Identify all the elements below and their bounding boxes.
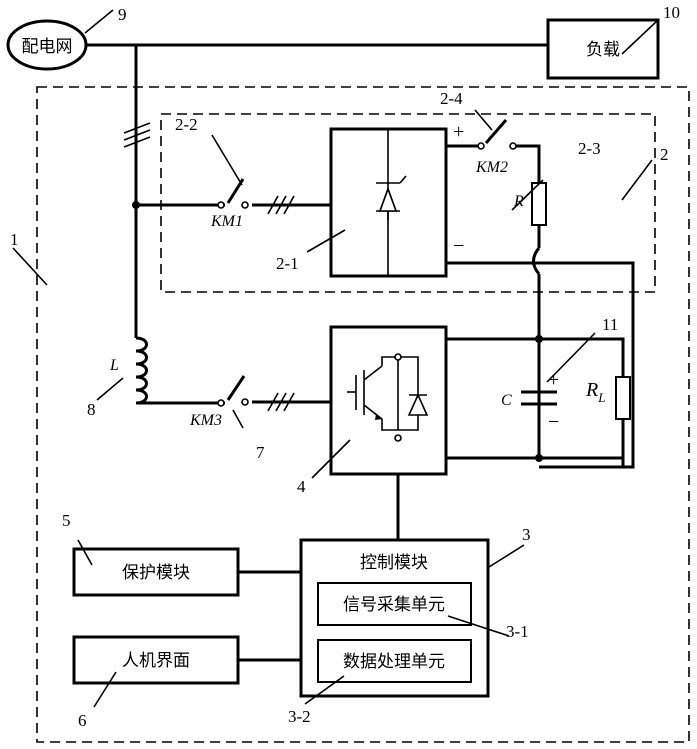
km3-label: KM3 bbox=[189, 412, 222, 429]
ref-11: 11 bbox=[602, 315, 618, 334]
inverter-box bbox=[331, 327, 446, 474]
protection-label: 保护模块 bbox=[122, 563, 190, 583]
ref-5: 5 bbox=[62, 511, 71, 530]
minus-rect: − bbox=[453, 235, 464, 257]
minus-cap: − bbox=[548, 411, 559, 433]
ref-10: 10 bbox=[663, 3, 680, 22]
ref-2-4: 2-4 bbox=[440, 89, 463, 108]
rl-label: RL bbox=[585, 379, 605, 405]
ref-3-2: 3-2 bbox=[288, 707, 311, 726]
ref-4: 4 bbox=[297, 477, 306, 496]
ref-2-3: 2-3 bbox=[578, 139, 601, 158]
control-label: 控制模块 bbox=[360, 553, 428, 573]
km2-label: KM2 bbox=[475, 159, 508, 176]
ref-7: 7 bbox=[256, 443, 265, 462]
km1-label: KM1 bbox=[210, 213, 243, 230]
signal-label: 信号采集单元 bbox=[343, 595, 445, 615]
plus-rect: + bbox=[453, 121, 464, 143]
ref-1: 1 bbox=[10, 230, 19, 249]
ref-8: 8 bbox=[87, 400, 96, 419]
ref-2-1: 2-1 bbox=[276, 254, 299, 273]
ref-9: 9 bbox=[118, 5, 127, 24]
l-label: L bbox=[109, 357, 119, 374]
load-label: 负载 bbox=[586, 40, 620, 60]
ref-2-2: 2-2 bbox=[175, 115, 198, 134]
grid-label: 配电网 bbox=[22, 37, 73, 57]
data-proc-label: 数据处理单元 bbox=[343, 652, 445, 672]
hmi-label: 人机界面 bbox=[122, 651, 190, 671]
ref-3-1: 3-1 bbox=[506, 622, 529, 641]
ref-2: 2 bbox=[660, 145, 669, 164]
c-label: C bbox=[501, 392, 512, 409]
plus-cap: + bbox=[548, 369, 559, 391]
ref-6: 6 bbox=[78, 711, 87, 730]
r-label: R bbox=[513, 193, 524, 210]
ref-3: 3 bbox=[522, 525, 531, 544]
